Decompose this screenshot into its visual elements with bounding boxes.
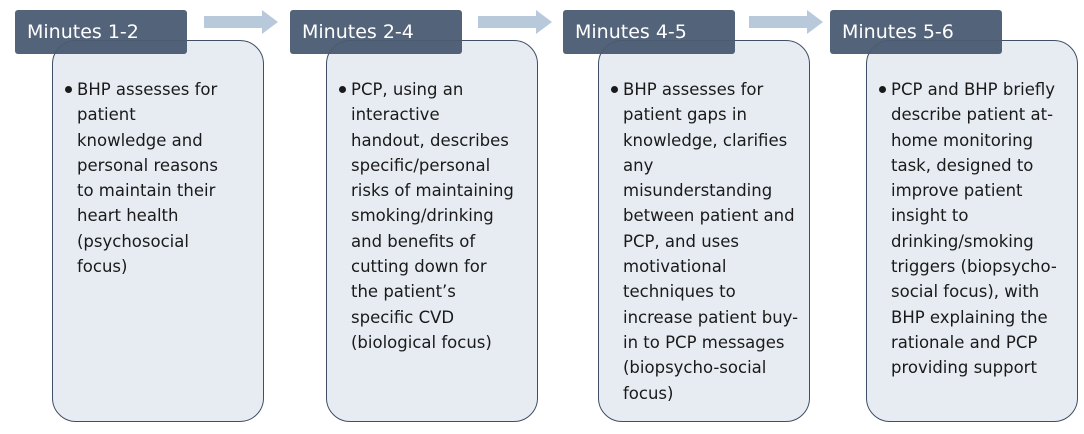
arrow-right-icon — [749, 10, 823, 34]
text-line: to maintain their — [77, 181, 216, 201]
text-line: home monitoring — [891, 130, 1034, 150]
bullet-icon — [879, 86, 886, 93]
stage-4-text: PCP and BHP briefly describe patient at-… — [891, 77, 1069, 381]
text-line: techniques to — [623, 282, 736, 302]
text-line: social focus), with — [891, 282, 1040, 302]
text-line: focus) — [623, 383, 674, 403]
stage-2-card: PCP, using an interactive handout, descr… — [326, 40, 538, 422]
text-line: PCP, and uses — [623, 231, 739, 251]
stage-4-card: PCP and BHP briefly describe patient at-… — [866, 40, 1078, 422]
text-line: cutting down for — [351, 257, 487, 277]
text-line: and benefits of — [351, 231, 476, 251]
text-line: smoking/drinking — [351, 206, 494, 226]
text-line: knowledge and — [77, 130, 203, 150]
bullet-icon — [339, 86, 346, 93]
text-line: PCP and BHP briefly — [891, 80, 1056, 99]
text-line: specific CVD — [351, 307, 455, 327]
stage-1-bullet: BHP assesses for patient knowledge and p… — [65, 77, 255, 279]
text-line: heart health — [77, 206, 179, 226]
stage-3-bullet: BHP assesses for patient gaps in knowled… — [611, 77, 801, 406]
stage-4-header: Minutes 5-6 — [830, 10, 1002, 54]
stage-3-text: BHP assesses for patient gaps in knowled… — [623, 77, 801, 406]
text-line: patient gaps in — [623, 105, 747, 125]
text-line: insight to — [891, 206, 969, 226]
text-line: handout, describes — [351, 130, 509, 150]
arrow-right-icon — [478, 10, 552, 34]
text-line: personal reasons — [77, 155, 218, 175]
text-line: drinking/smoking — [891, 231, 1034, 251]
text-line: any — [623, 155, 654, 175]
text-line: (biological focus) — [351, 332, 492, 352]
stage-4-bullet: PCP and BHP briefly describe patient at-… — [879, 77, 1069, 381]
text-line: misunderstanding — [623, 181, 773, 201]
text-line: specific/personal — [351, 155, 491, 175]
text-line: BHP explaining the — [891, 307, 1048, 327]
text-line: (biopsycho-social — [623, 358, 767, 378]
stage-1-text: BHP assesses for patient knowledge and p… — [77, 77, 255, 279]
text-line: (psychosocial — [77, 231, 189, 251]
stage-1-card: BHP assesses for patient knowledge and p… — [52, 40, 264, 422]
text-line: patient — [77, 105, 136, 125]
text-line: knowledge, clarifies — [623, 130, 788, 150]
text-line: increase patient buy- — [623, 307, 799, 327]
stage-3-card: BHP assesses for patient gaps in knowled… — [598, 40, 810, 422]
stage-3-header: Minutes 4-5 — [563, 10, 735, 54]
bullet-icon — [65, 86, 72, 93]
text-line: in to PCP messages — [623, 332, 785, 352]
text-line: BHP assesses for — [77, 80, 218, 99]
stage-2-bullet: PCP, using an interactive handout, descr… — [339, 77, 529, 355]
text-line: risks of maintaining — [351, 181, 514, 201]
stage-1-header: Minutes 1-2 — [15, 10, 187, 54]
text-line: providing support — [891, 358, 1037, 378]
text-line: the patient’s — [351, 282, 456, 302]
text-line: improve patient — [891, 181, 1023, 201]
bullet-icon — [611, 86, 618, 93]
text-line: BHP assesses for — [623, 80, 764, 99]
text-line: interactive — [351, 105, 440, 125]
text-line: task, designed to — [891, 155, 1034, 175]
text-line: PCP, using an — [351, 80, 464, 99]
stage-2-header: Minutes 2-4 — [290, 10, 462, 54]
text-line: describe patient at- — [891, 105, 1054, 125]
arrow-right-icon — [204, 10, 278, 34]
stage-2-text: PCP, using an interactive handout, descr… — [351, 77, 529, 355]
text-line: between patient and — [623, 206, 795, 226]
text-line: rationale and PCP — [891, 332, 1038, 352]
text-line: focus) — [77, 257, 128, 277]
text-line: triggers (biopsycho- — [891, 257, 1057, 277]
text-line: motivational — [623, 257, 727, 277]
